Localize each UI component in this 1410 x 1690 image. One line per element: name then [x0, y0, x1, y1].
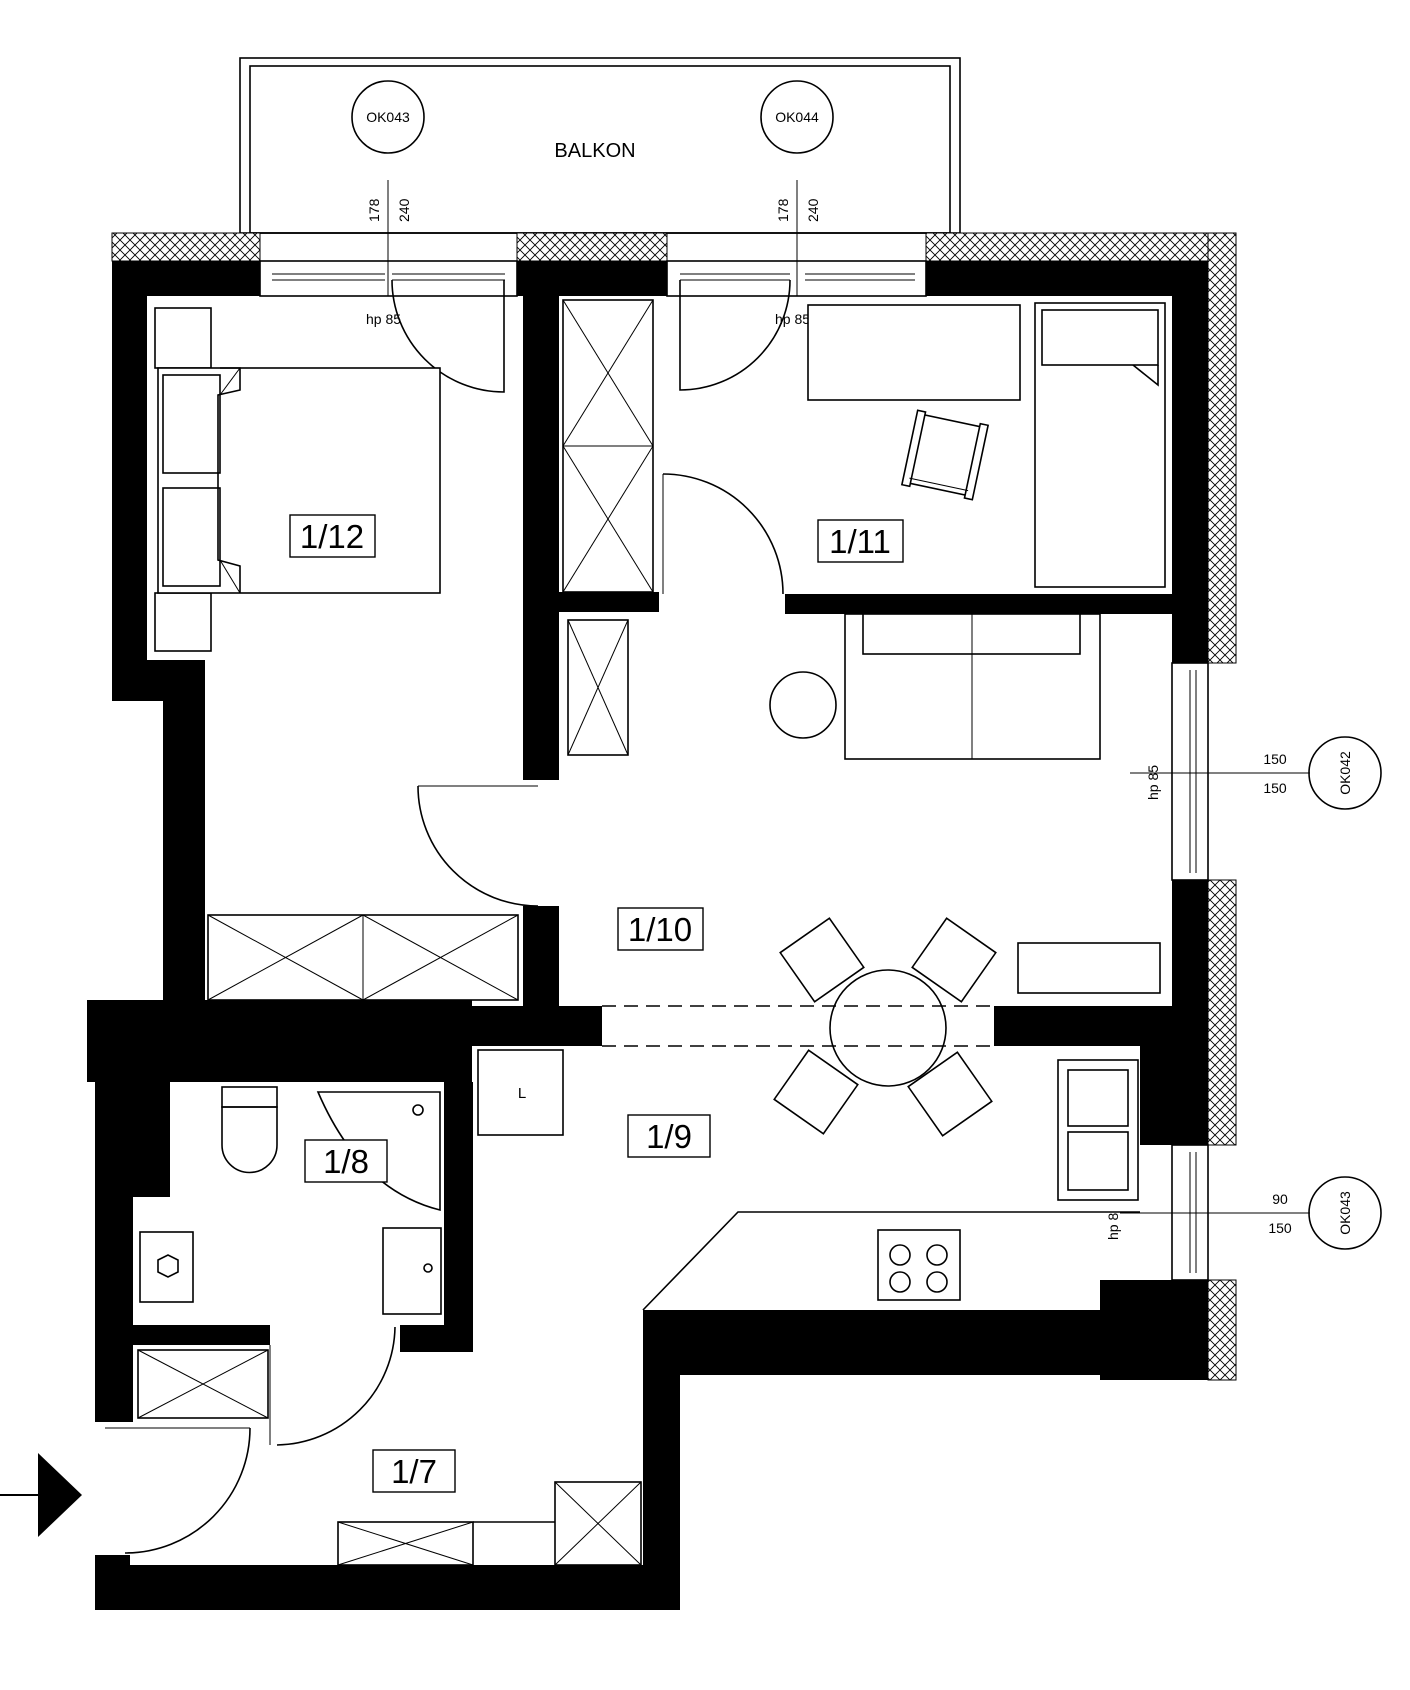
wardrobe-upper	[562, 299, 654, 593]
dim-a-ok043-top: 178	[366, 198, 382, 222]
dim-a-ok042: 150	[1263, 751, 1287, 767]
window-ok042: OK042 150 150 hp 85	[1130, 662, 1382, 881]
sill-ok044: hp 85	[775, 311, 810, 327]
dim-b-ok044: 240	[805, 198, 821, 222]
room-label-1-7: 1/7	[372, 1449, 456, 1493]
window-tag-ok043-side	[1308, 1176, 1382, 1250]
bathroom-furniture	[139, 1086, 442, 1446]
dim-a-ok044: 178	[775, 198, 791, 222]
sill-ok043-top: hp 85	[366, 311, 401, 327]
window-tag-ok042-text: OK042	[1337, 751, 1353, 795]
room-label-1-11: 1/11	[817, 519, 904, 563]
window-tag-ok044	[760, 80, 834, 154]
window-tag-ok043-top-text: OK043	[366, 109, 410, 125]
walls	[87, 261, 1208, 1610]
room-label-1-8: 1/8	[304, 1139, 388, 1183]
balcony: BALKON	[239, 57, 961, 234]
window-ok044: OK044 178 240 hp 85	[666, 80, 927, 391]
room-1-7-text: 1/7	[391, 1453, 437, 1490]
room-1-10-text: 1/10	[628, 911, 692, 948]
room-1-12-text: 1/12	[300, 518, 364, 555]
room-label-1-12: 1/12	[289, 514, 376, 558]
balcony-label: BALKON	[554, 140, 635, 162]
sill-ok042: hp 85	[1145, 765, 1161, 800]
bedroom-1-12-furniture	[154, 307, 441, 652]
window-ok043-side: OK043 90 150 hp 8	[1105, 1144, 1382, 1281]
room-1-11-text: 1/11	[829, 523, 891, 560]
room-label-1-9: 1/9	[627, 1114, 711, 1158]
hall-furniture	[105, 1349, 642, 1566]
dining-chair	[907, 1051, 993, 1137]
dim-b-ok043-top: 240	[396, 198, 412, 222]
window-ok043-top: OK043 178 240 hp 85	[259, 80, 518, 393]
bedroom-1-11-furniture	[662, 302, 1166, 595]
wardrobe-lower	[567, 619, 629, 756]
desk-chair	[900, 409, 990, 501]
entrance-arrow-icon	[0, 1453, 82, 1537]
dining-chair	[911, 917, 997, 1003]
dim-a-ok043-side: 90	[1272, 1191, 1288, 1207]
dim-b-ok042: 150	[1263, 780, 1287, 796]
dining-chair	[779, 917, 865, 1003]
living-room-furniture	[207, 613, 1161, 1137]
window-tag-ok042	[1308, 736, 1382, 810]
dining-chair	[773, 1049, 859, 1135]
room-label-1-10: 1/10	[617, 907, 704, 951]
room-1-9-text: 1/9	[646, 1118, 692, 1155]
window-tag-ok044-text: OK044	[775, 109, 819, 125]
fridge-label: L	[518, 1085, 526, 1102]
sill-ok043-side: hp 8	[1105, 1213, 1121, 1240]
dim-b-ok043-side: 150	[1268, 1220, 1292, 1236]
kitchen-furniture: L	[477, 1049, 1141, 1353]
exterior-insulation	[111, 232, 1237, 1381]
room-1-8-text: 1/8	[323, 1143, 369, 1180]
window-tag-ok043-top	[351, 80, 425, 154]
window-tag-ok043-side-text: OK043	[1337, 1191, 1353, 1235]
